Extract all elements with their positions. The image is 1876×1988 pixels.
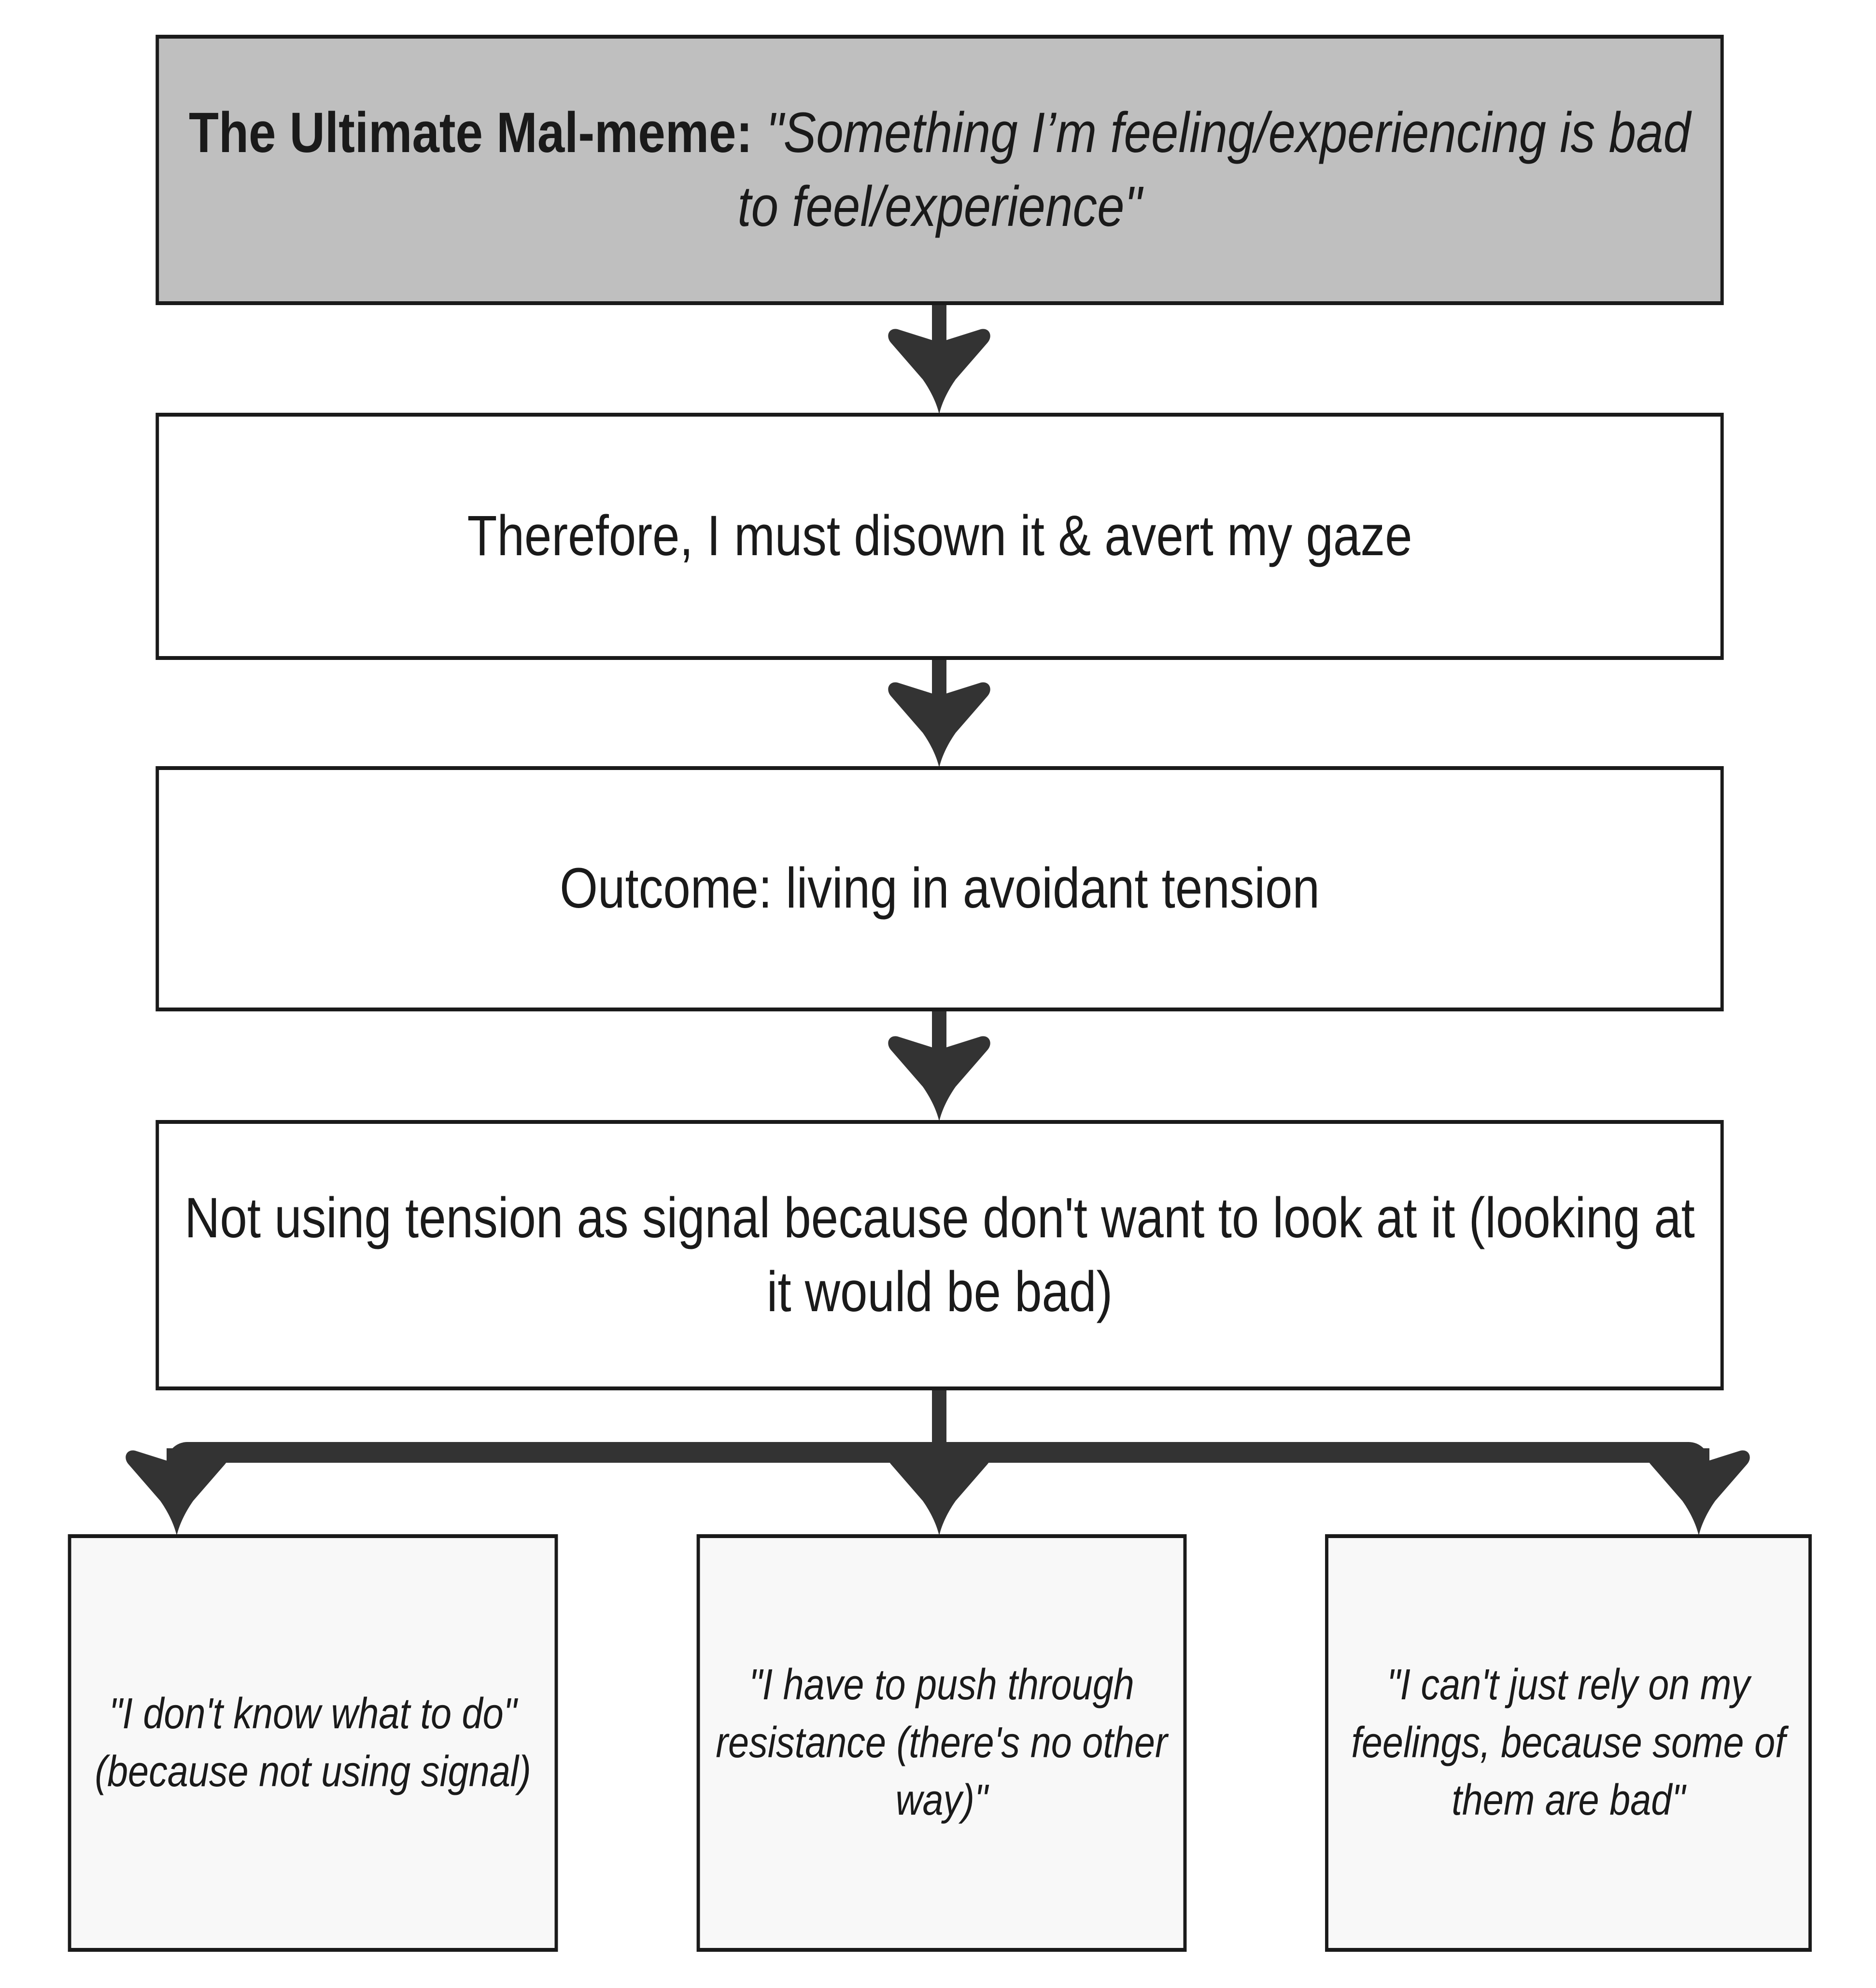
leaf-2-label: "I have to push through resistance (ther… xyxy=(716,1660,1168,1825)
node-outcome-label: Outcome: living in avoidant tension xyxy=(560,856,1320,921)
node-header-bold-label: The Ultimate Mal-meme: xyxy=(189,100,753,165)
node-signal-label: Not using tension as signal because don'… xyxy=(184,1186,1695,1324)
arrow-signal-to-leaves xyxy=(126,1390,1750,1536)
leaf-push-through-resistance[interactable]: "I have to push through resistance (ther… xyxy=(696,1534,1187,1952)
node-disown-and-avert[interactable]: Therefore, I must disown it & avert my g… xyxy=(155,413,1724,660)
node-ultimate-mal-meme[interactable]: The Ultimate Mal-meme: "Something I’m fe… xyxy=(155,35,1724,305)
node-not-using-tension-as-signal[interactable]: Not using tension as signal because don'… xyxy=(155,1120,1724,1390)
node-avoidant-tension-outcome[interactable]: Outcome: living in avoidant tension xyxy=(155,766,1724,1011)
leaf-cant-rely-on-feelings[interactable]: "I can't just rely on my feelings, becau… xyxy=(1325,1534,1812,1952)
arrow-outcome-to-signal xyxy=(888,1011,990,1121)
leaf-3-label: "I can't just rely on my feelings, becau… xyxy=(1351,1660,1786,1825)
arrow-disown-to-outcome xyxy=(888,660,990,768)
node-header-quote-label: "Something I’m feeling/experiencing is b… xyxy=(737,100,1691,238)
leaf-dont-know-what-to-do[interactable]: "I don't know what to do" (because not u… xyxy=(68,1534,558,1952)
node-ultimate-mal-meme-label: The Ultimate Mal-meme: "Something I’m fe… xyxy=(159,96,1721,244)
node-disown-label: Therefore, I must disown it & avert my g… xyxy=(467,504,1412,568)
arrow-header-to-disown xyxy=(888,305,990,414)
leaf-1-label: "I don't know what to do" (because not u… xyxy=(95,1689,531,1796)
